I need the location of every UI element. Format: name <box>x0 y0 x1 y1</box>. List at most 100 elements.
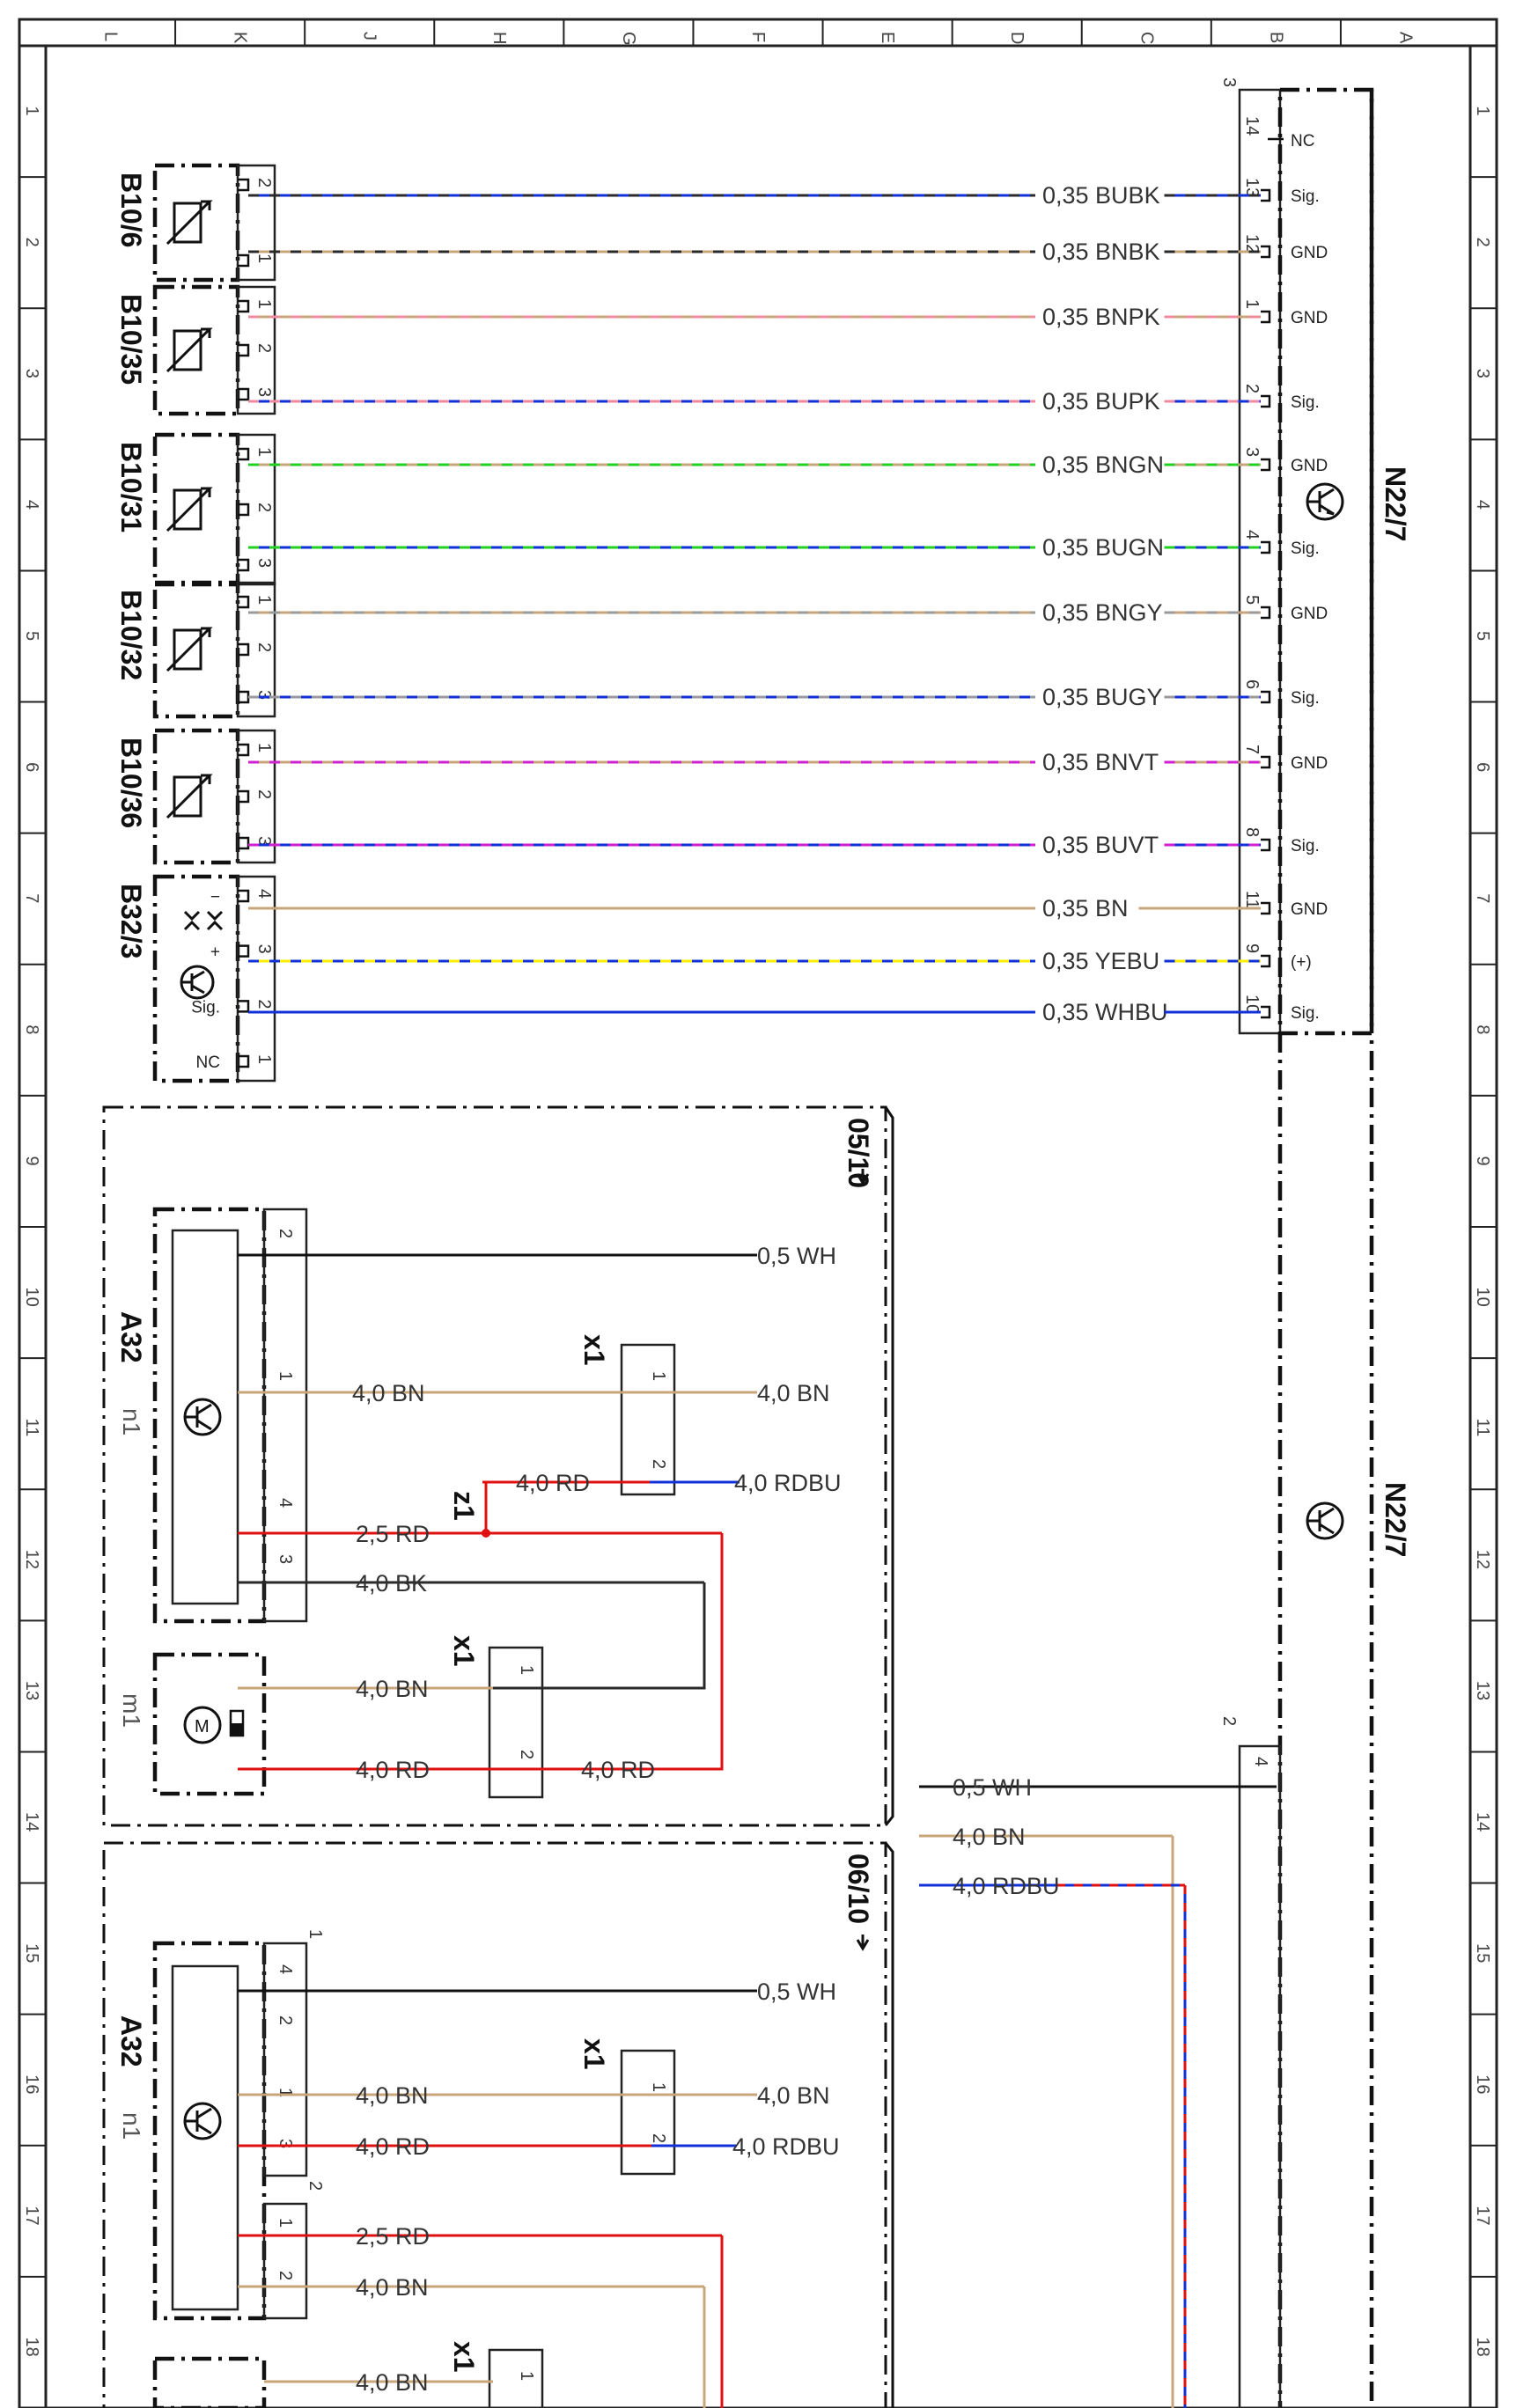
connector-n22-7-bottom: N22/7 2 4 <box>1219 90 1411 2408</box>
connector-label-bottom: N22/7 <box>1380 1482 1411 1557</box>
sensor-label: B10/36 <box>115 738 147 828</box>
sensor-pin: 2 <box>254 789 274 799</box>
sensor-pin: 1 <box>254 253 274 263</box>
a32-2-pin-4: 4 <box>276 1964 295 1974</box>
column-label: E <box>878 32 897 43</box>
row-label: 13 <box>22 1681 41 1700</box>
row-label: 6 <box>22 762 41 772</box>
s2-label-4-0-rd: 4,0 RD <box>356 2133 430 2160</box>
row-label: 17 <box>22 2206 41 2225</box>
x1-c-pin-1: 1 <box>649 2082 668 2092</box>
a32-pin-4: 4 <box>276 1498 295 1508</box>
connector-x1-c-label: x1 <box>578 2038 610 2070</box>
module-ecu-icon <box>183 1398 222 1436</box>
sensor-pin: 2 <box>254 343 274 353</box>
sensor-pin: 1 <box>254 1054 274 1064</box>
row-label: 9 <box>22 1156 41 1165</box>
row-label: 18 <box>22 2337 41 2356</box>
x1-a-pin-2: 2 <box>649 1459 668 1469</box>
row-label: 4 <box>22 500 41 510</box>
sensor-pin: 2 <box>254 178 274 187</box>
s2-label-4-0-bn-d: 4,0 BN <box>356 2369 429 2396</box>
wire-label-2-5-rd: 2,5 RD <box>356 1521 430 1547</box>
s2-label-4-0-bn-a: 4,0 BN <box>356 2082 429 2109</box>
row-label: 2 <box>1473 238 1492 247</box>
row-label: 16 <box>1473 2074 1492 2094</box>
connector-x1-d-label: x1 <box>448 2341 480 2373</box>
a32-2-pin2-2: 2 <box>276 2271 295 2280</box>
a32-pin-2: 2 <box>276 1229 295 1238</box>
column-label: F <box>748 32 768 42</box>
row-label: 5 <box>22 631 41 641</box>
thermistor-icon <box>166 487 213 532</box>
x1-c-pin-2: 2 <box>649 2133 668 2143</box>
sensor-pin: 3 <box>254 836 274 846</box>
sensor-pin-mark: NC <box>196 1054 220 1072</box>
row-label: 12 <box>22 1550 41 1569</box>
pin-function: (+) <box>1291 953 1312 972</box>
thermistor-icon <box>166 327 213 373</box>
column-label: J <box>360 32 379 40</box>
ecu-icon-bottom <box>1306 1501 1344 1540</box>
x1-b-pin-1: 1 <box>517 1665 536 1675</box>
sensor-pin: 3 <box>254 690 274 700</box>
sensor-label: B10/6 <box>115 173 147 247</box>
connector-pin: 5 <box>1242 595 1262 605</box>
sensor-pin: 2 <box>254 999 274 1009</box>
wire-label: 0,35 BUVT <box>1042 832 1159 858</box>
connector-pin: 6 <box>1242 679 1262 689</box>
row-label: 15 <box>22 1943 41 1963</box>
row-label: 10 <box>22 1288 41 1307</box>
wire-label: 0,35 BUPK <box>1042 388 1160 415</box>
pin-function: Sig. <box>1291 689 1320 708</box>
row-label: 1 <box>22 106 41 116</box>
connector-pin: 14 <box>1242 116 1262 136</box>
wire-label-4-0-bn-b: 4,0 BN <box>757 1380 830 1406</box>
sensor-pin: 2 <box>254 503 274 512</box>
connector-pin: 2 <box>1242 384 1262 393</box>
a32-2-pin-1: 1 <box>276 2088 295 2097</box>
a32-pin-3: 3 <box>276 1554 295 1564</box>
row-label: 3 <box>1473 369 1492 378</box>
connector-pin: 10 <box>1242 995 1262 1014</box>
row-label: 13 <box>1473 1681 1492 1700</box>
column-label: G <box>619 32 638 46</box>
module-ecu-icon-2 <box>183 2102 222 2140</box>
s2-label-4-0-bn-b: 4,0 BN <box>757 2082 830 2109</box>
a32-pin-1: 1 <box>276 1371 295 1381</box>
sensor-label: B10/35 <box>115 294 147 385</box>
thermistor-icon <box>166 200 213 246</box>
sensor-pin: 3 <box>254 944 274 954</box>
row-label: 14 <box>1473 1812 1492 1832</box>
sensor-pin-mark: − <box>210 888 220 907</box>
wire-label: 0,35 BNPK <box>1042 304 1160 330</box>
connector-pin: 3 <box>1242 447 1262 457</box>
section-05-10: 05/10 A32 n1 m1 M x1 1 2 x1 1 2 2 1 <box>102 1105 894 1827</box>
x1-d-pin-1: 1 <box>517 2371 536 2381</box>
wire-label: 0,35 BNGY <box>1042 599 1163 626</box>
sensor-label: B10/32 <box>115 590 147 680</box>
sensor-pin: 1 <box>254 447 274 457</box>
connector-pin: 8 <box>1242 827 1262 837</box>
connector-pin-header: 3 <box>1219 77 1239 87</box>
section2-num-1: 1 <box>305 1929 325 1939</box>
wire-label: 0,35 BNBK <box>1042 239 1160 265</box>
row-label: 18 <box>1473 2337 1492 2356</box>
pin-function: Sig. <box>1291 187 1320 206</box>
link-label-bn: 4,0 BN <box>953 1824 1026 1850</box>
row-label: 11 <box>22 1419 41 1437</box>
a32-2-pin2-1: 1 <box>276 2218 295 2228</box>
sensor-pin: 1 <box>254 595 274 605</box>
section2-num-2: 2 <box>305 2181 325 2191</box>
connector-pin: 12 <box>1242 234 1262 253</box>
wire-label-4-0-rd-z: 4,0 RD <box>516 1470 590 1496</box>
row-label: 12 <box>1473 1550 1492 1569</box>
wire-label-4-0-bk: 4,0 BK <box>356 1570 427 1597</box>
section-06-10: 06/10 1 2 A32 n1 4 2 1 3 1 2 x1 1 2 x1 1 <box>102 1841 894 2408</box>
pin-function: Sig. <box>1291 393 1320 412</box>
row-label: 10 <box>1473 1288 1492 1307</box>
